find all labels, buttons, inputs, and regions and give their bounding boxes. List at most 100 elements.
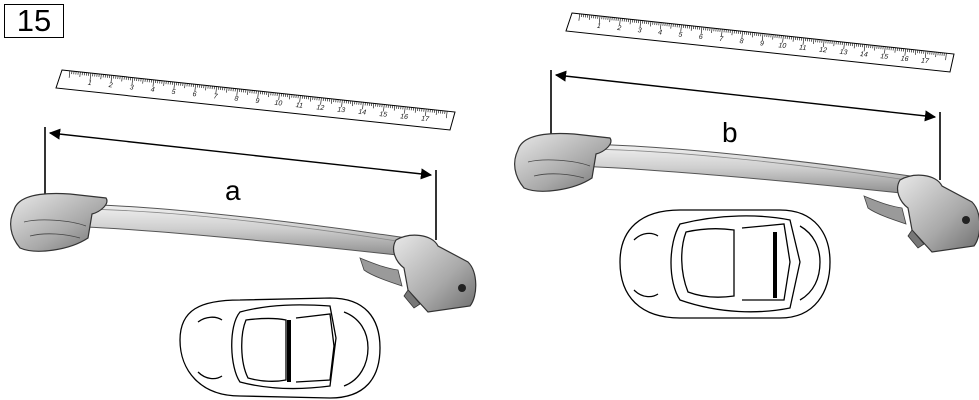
right-ruler-tick [660,22,662,30]
right-ruler-tick [792,36,794,42]
left-ruler-tick [215,86,217,94]
left-ruler-tick [131,77,134,85]
right-ruler-number: 3 [637,27,642,34]
right-ruler-number: 6 [698,34,703,41]
left-ruler-tick [79,71,81,77]
right-ruler-tick [731,30,733,36]
left-ruler-tick [414,107,416,113]
left-ruler-tick [152,79,154,87]
left-ruler-number: 16 [400,113,409,121]
right-ruler-tick [924,50,927,58]
left-ruler-number: 11 [295,102,303,110]
right-ruler-number: 17 [921,58,931,66]
right-ruler-tick [721,29,723,37]
right-ruler-number: 14 [859,51,868,59]
right-ruler-tick [639,20,642,28]
right-dimension-label: b [722,117,738,148]
right-ruler-tick [853,43,855,49]
left-ruler-tick [68,70,71,78]
left-ruler-tick [351,101,354,107]
left-ruler-tick [383,104,385,112]
right-ruler-number: 2 [616,25,622,32]
left-ruler-tick [435,110,437,116]
left-ruler-tick [372,103,375,109]
left-ruler-tick [142,78,144,84]
right-ruler-tick [751,32,754,38]
right-ruler-tick [904,48,906,56]
right-ruler-number: 4 [658,29,663,36]
left-ruler-tick [278,93,280,101]
step-number: 15 [4,3,64,38]
right-ruler-number: 15 [880,53,889,61]
left-ruler-tick [247,89,249,95]
left-ruler-tick [184,83,186,89]
right-car-icon [619,209,831,319]
left-ruler-tick [89,73,92,81]
left-ruler-number: 14 [358,109,367,117]
right-roof-bar [514,132,979,253]
right-ruler-tick [629,19,631,25]
right-ruler-tick [833,41,835,47]
left-ruler-tick [425,108,427,116]
left-ruler-tick [226,87,228,93]
left-ruler-tick [310,96,312,102]
right-ruler-tick [884,46,886,54]
left-ruler-tick [341,99,343,107]
right-ruler-tick [914,49,917,55]
right-ruler-tick [598,15,601,23]
left-ruler-tick [362,102,364,110]
right-ruler-tick [843,42,845,50]
right-ruler-tick [578,13,580,21]
left-ruler-tick [299,95,301,103]
right-ruler-tick [823,40,825,48]
right-ruler-tick [680,24,682,32]
right-ruler-number: 10 [778,42,787,50]
left-ruler-number: 2 [107,82,113,89]
left-ruler-tick [163,80,165,86]
left-ruler-tick [320,97,322,105]
left-ruler-tick [121,76,123,82]
right-ruler-tick [761,33,764,41]
left-ruler-number: 15 [379,111,388,119]
left-ruler-tick [393,105,396,111]
left-ruler-number: 4 [150,87,155,94]
left-ruler-tick [236,88,238,96]
left-ruler-tick [100,74,102,80]
right-ruler-tick [650,21,652,27]
left-car-icon [179,297,381,399]
right-ruler-number: 12 [819,47,828,55]
right-dimension-arrow [554,70,937,122]
left-dimension-arrow [48,128,433,180]
left-ruler-number: 1 [87,80,92,87]
left-ruler-number: 8 [234,96,239,103]
right-ruler-number: 5 [678,32,683,39]
left-ruler-number: 13 [337,107,346,115]
left-ruler-tick [194,84,196,92]
left-ruler-tick [289,94,291,100]
right-ruler-tick [863,44,866,52]
right-ruler-tick [690,25,692,31]
left-dimension-label: a [225,175,241,206]
left-ruler-number: 5 [171,89,176,96]
right-ruler-number: 13 [839,49,848,57]
right-ruler-tick [874,45,876,51]
right-ruler-tick [619,18,621,26]
right-ruler-tick [741,31,743,39]
left-ruler-tick [205,85,207,91]
right-ruler-tick [894,47,896,53]
left-ruler-number: 12 [316,104,325,112]
right-ruler-tick [711,28,713,34]
right-ruler-tick [945,53,947,61]
right-ruler-tick [772,34,774,40]
right-ruler-tick [802,37,805,45]
left-ruler-number: 6 [192,91,197,98]
left-roof-bar [10,192,477,313]
left-ruler-tick [268,92,270,98]
right-ruler-tick [782,35,784,43]
left-ruler-tick [173,82,175,90]
right-ruler-tick [935,52,937,58]
left-ruler-tick [331,98,333,104]
